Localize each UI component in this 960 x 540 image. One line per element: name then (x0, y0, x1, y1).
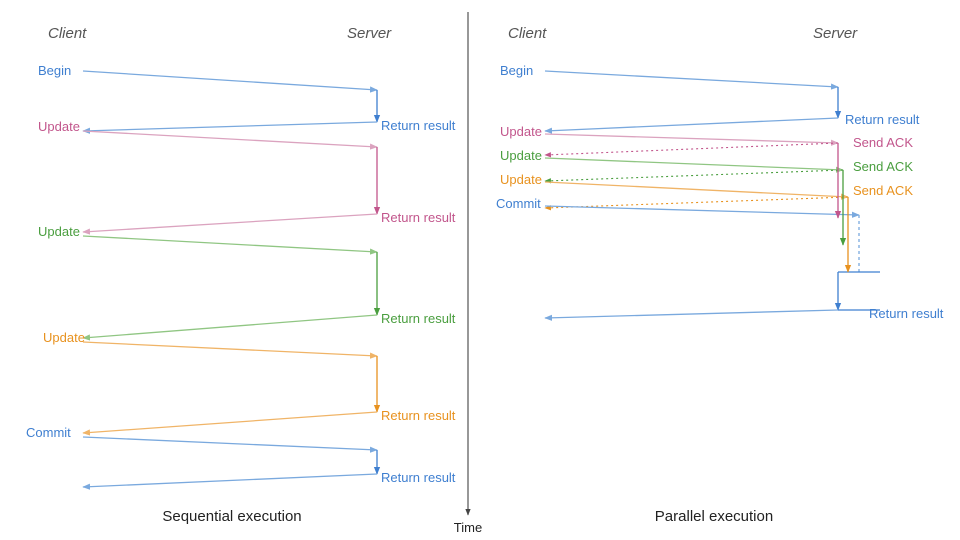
request-arrow (82, 235, 378, 255)
message-label-commit-4: Commit (26, 425, 71, 440)
parallel-server-header: Server (813, 25, 858, 42)
return-label-3: Return result (381, 408, 456, 423)
ack-dotted-arrow (544, 196, 849, 211)
request-arrow (82, 70, 378, 93)
message-label-update-1: Update (38, 119, 80, 134)
ack-label-3: Send ACK (853, 183, 913, 198)
response-arrow (82, 213, 378, 235)
ack-label-2: Send ACK (853, 159, 913, 174)
message-label-begin-0: Begin (500, 63, 533, 78)
time-axis-label: Time (454, 520, 482, 535)
return-label-1: Return result (381, 210, 456, 225)
return-label-0: Return result (381, 118, 456, 133)
response-arrow (544, 117, 839, 134)
message-lines-layer (82, 12, 880, 516)
response-arrow (82, 314, 378, 341)
message-label-begin-0: Begin (38, 63, 71, 78)
message-label-commit-4: Commit (496, 196, 541, 211)
message-label-update-3: Update (43, 330, 85, 345)
request-arrow (544, 157, 844, 173)
sequential-client-header: Client (48, 25, 87, 42)
sequential-server-header: Server (347, 25, 392, 42)
parallel-caption: Parallel execution (655, 508, 773, 525)
return-label-2: Return result (381, 311, 456, 326)
request-arrow (544, 205, 860, 218)
request-arrow (544, 70, 839, 90)
ack-dotted-arrow (544, 169, 844, 184)
response-arrow (544, 309, 839, 321)
message-label-update-2: Update (500, 148, 542, 163)
request-arrow (82, 341, 378, 359)
message-label-update-1: Update (500, 124, 542, 139)
parallel-client-header: Client (508, 25, 547, 42)
sequential-caption: Sequential execution (162, 508, 301, 525)
request-arrow (82, 436, 378, 453)
return-label-0: Return result (845, 112, 920, 127)
response-arrow (82, 411, 378, 436)
return-label-4: Return result (381, 470, 456, 485)
request-arrow (82, 130, 378, 150)
ack-label-1: Send ACK (853, 135, 913, 150)
ack-dotted-arrow (544, 142, 839, 158)
return-label-4: Return result (869, 306, 944, 321)
response-arrow (82, 121, 378, 134)
request-arrow (544, 133, 839, 146)
request-arrow (544, 181, 849, 200)
message-label-update-2: Update (38, 224, 80, 239)
response-arrow (82, 473, 378, 490)
message-label-update-3: Update (500, 172, 542, 187)
